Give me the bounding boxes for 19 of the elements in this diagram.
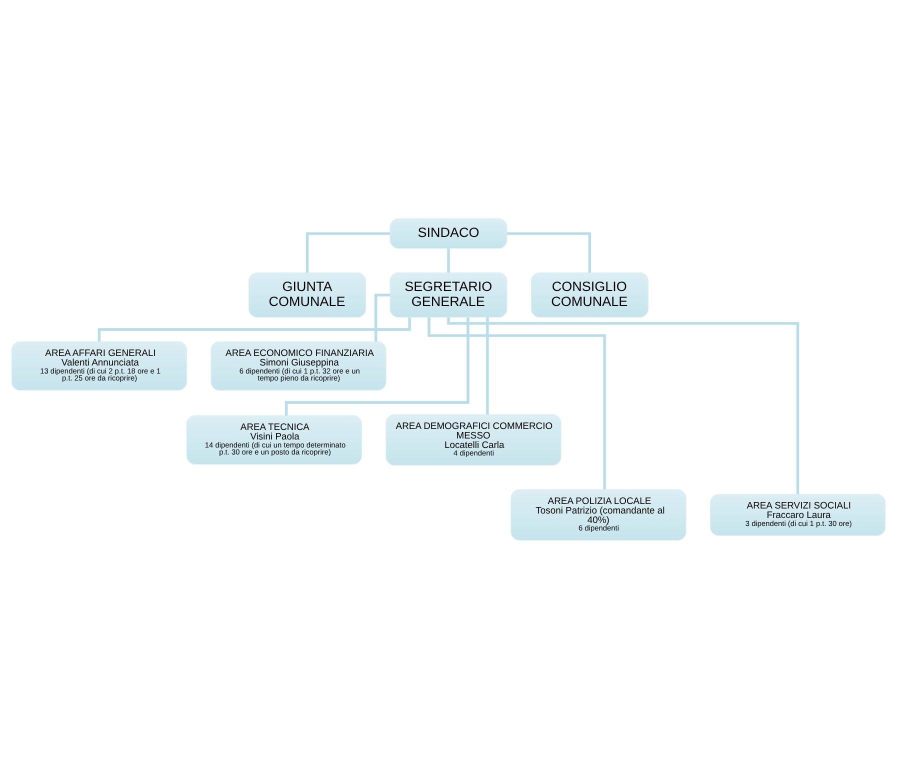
connector	[285, 317, 470, 416]
connector	[447, 316, 800, 494]
node-box: AREA TECNICA Visini Paola 14 dipendenti (di cui un tempo determinato p.t. 30 ore e un posto da ricoprire)	[186, 414, 362, 464]
connector	[447, 248, 450, 272]
connector	[374, 293, 390, 342]
node-box: AREA ECONOMICO FINANZIARIA Simoni Giuseppina 6 dipendenti (di cui 1 p.t. 32 ore e un tempo pieno da ricoprire)	[210, 340, 386, 390]
node-box: AREA SERVIZI SOCIALI Fraccaro Laura 3 dipendenti (di cui 1 p.t. 30 ore)	[710, 494, 886, 536]
connector	[506, 232, 592, 272]
node-box: SINDACO	[390, 218, 508, 248]
node-box: AREA AFFARI GENERALI Valenti Annunciata 13 dipendenti (di cui 2 p.t. 18 ore e 1 p.t. 25 ore da ricoprire)	[11, 340, 188, 390]
node-box: CONSIGLIO COMUNALE	[530, 272, 648, 318]
node-box: GIUNTA COMUNALE	[248, 272, 366, 318]
connector	[486, 316, 489, 414]
connector	[98, 316, 411, 342]
node-box: AREA POLIZIA LOCALE Tosoni Patrizio (comandante al 40%) 6 dipendenti	[510, 488, 686, 540]
connector	[428, 316, 606, 489]
node-box: SEGRETARIO GENERALE	[390, 272, 508, 318]
connector	[306, 232, 390, 272]
node-box: AREA DEMOGRAFICI COMMERCIO MESSO Locatelli Carla 4 dipendenti	[386, 414, 562, 466]
